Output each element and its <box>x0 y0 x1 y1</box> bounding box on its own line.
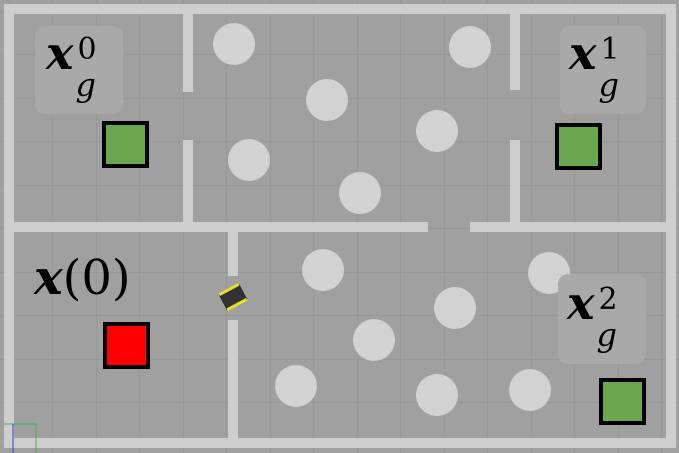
goal-1-label-sub: g <box>598 66 619 104</box>
wall-upper-divider-right-top <box>510 10 520 90</box>
robot-wheel <box>226 298 248 311</box>
obstacle <box>449 26 491 68</box>
goal-2-label-sup: 2 <box>598 282 618 317</box>
wall-upper-divider-left-bottom <box>183 140 193 226</box>
obstacle <box>302 249 344 291</box>
wall-lower-divider-top <box>228 230 238 276</box>
obstacle <box>416 374 458 416</box>
wall-outer-top <box>4 4 668 14</box>
obstacle <box>509 369 551 411</box>
goal-0-label-sub: g <box>75 66 96 104</box>
start-label-base: x <box>34 250 63 306</box>
goal-0-label-base: x <box>46 26 74 80</box>
obstacle <box>339 172 381 214</box>
obstacles <box>213 23 570 416</box>
origin-axes-icon <box>4 423 37 453</box>
goal-1-label-sup: 1 <box>600 32 620 67</box>
wall-outer-right <box>666 4 676 448</box>
goal-2-label-sub: g <box>596 316 617 354</box>
obstacle <box>416 110 458 152</box>
wall-upper-divider-left-top <box>183 10 193 92</box>
robot-wheel <box>218 283 240 296</box>
robot <box>218 283 248 311</box>
goal-0-label: x 0 g <box>46 30 103 104</box>
obstacle <box>228 139 270 181</box>
wall-outer-bottom <box>8 438 668 448</box>
wall-lower-divider-bottom <box>228 320 238 442</box>
obstacle <box>306 79 348 121</box>
goal-0-label-box <box>35 26 123 114</box>
goal-1-label-box <box>560 26 646 114</box>
goal-0-marker <box>102 121 149 168</box>
goal-0-label-sup: 0 <box>77 32 97 67</box>
goal-1-label: x 1 g <box>569 30 626 104</box>
walls <box>4 4 676 448</box>
goal-1-marker <box>555 123 602 170</box>
wall-upper-divider-right-bottom <box>510 140 520 226</box>
start-marker <box>103 322 150 369</box>
obstacle <box>434 287 476 329</box>
start-label-arg: (0) <box>62 250 131 306</box>
obstacle <box>213 23 255 65</box>
wall-middle-left <box>8 222 428 232</box>
wall-middle-right <box>470 222 670 232</box>
goal-2-label-base: x <box>567 276 595 330</box>
obstacle <box>275 365 317 407</box>
obstacle <box>353 319 395 361</box>
goal-2-label-box <box>558 274 646 364</box>
goal-2-label: x 2 g <box>567 280 624 354</box>
goal-1-label-base: x <box>569 26 597 80</box>
start-label: x(0) <box>34 254 131 302</box>
goal-2-marker <box>599 378 646 425</box>
